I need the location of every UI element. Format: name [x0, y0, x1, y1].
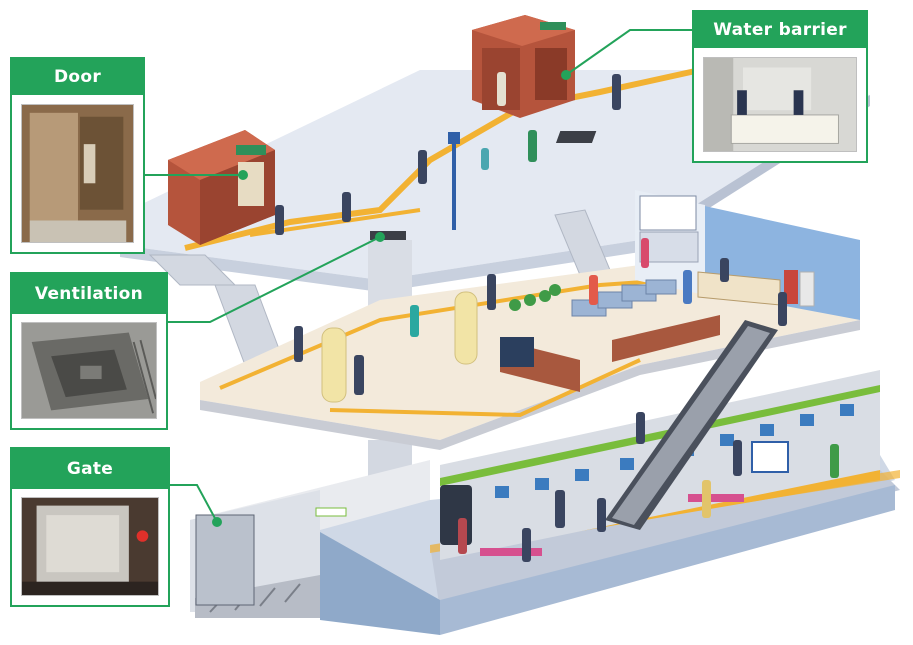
escalator — [605, 320, 778, 530]
gate-label: Gate — [12, 449, 168, 489]
water-barrier-photo-icon — [703, 57, 857, 152]
pedestrians-concourse — [294, 238, 787, 395]
water-barrier-label: Water barrier — [694, 12, 866, 48]
water-barrier-callout: Water barrier — [692, 10, 868, 163]
street-lamp — [448, 132, 460, 230]
ventilation-photo-icon — [21, 322, 157, 419]
door-photo-icon — [21, 104, 134, 243]
gate-photo-icon — [21, 497, 159, 596]
ventilation-label: Ventilation — [12, 274, 166, 314]
brick-entrance-top — [472, 15, 575, 118]
pedestrians-platform — [458, 412, 839, 562]
platform-benches — [480, 494, 744, 556]
door-label: Door — [12, 59, 143, 95]
station-name-board — [315, 441, 789, 517]
flood-gate — [195, 514, 255, 606]
door-callout: Door — [10, 57, 145, 254]
pedestrians-upper — [275, 72, 621, 235]
leader-lines — [145, 29, 692, 527]
brick-entrance-left — [168, 130, 275, 245]
gate-callout: Gate — [10, 447, 170, 607]
ventilation-callout: Ventilation — [10, 272, 168, 430]
